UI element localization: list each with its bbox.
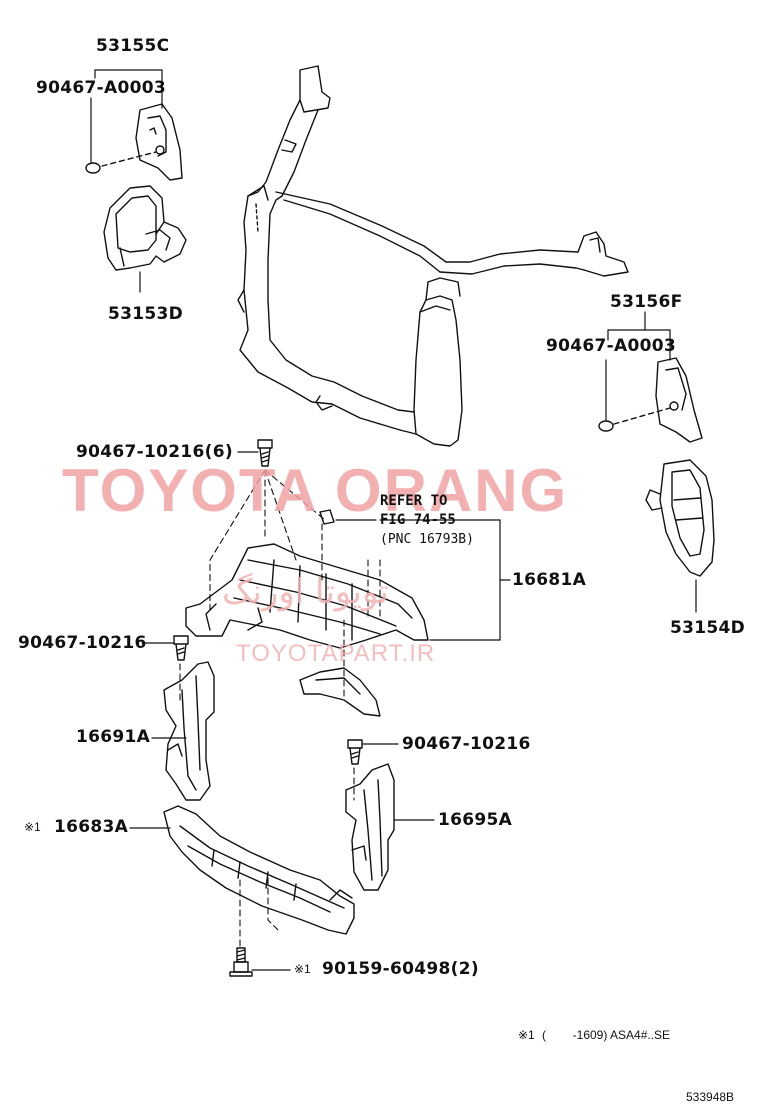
refer-line-2: FIG 74-55 (380, 512, 456, 528)
watermark-brand: TOYOTA ORANG (62, 457, 569, 524)
label-16681a: 16681A (512, 570, 587, 590)
label-16695a: 16695A (438, 810, 513, 830)
leader-16681a (379, 519, 511, 641)
label-90467-a0003-right: 90467-A0003 (546, 336, 676, 356)
clip-90467-10216-six (257, 439, 273, 467)
clip-90467-10216-left (173, 635, 189, 661)
mark-16683a: ※1 (24, 820, 41, 834)
leader-53156f (605, 311, 671, 421)
leader-53155c (90, 69, 163, 163)
bracket-16691a (163, 661, 215, 801)
label-16691a: 16691A (76, 727, 151, 747)
refer-line-1: REFER TO (380, 493, 448, 509)
radiator-support-frame (237, 65, 629, 447)
footnote-mark: ※1 (518, 1028, 535, 1042)
watermark-site: TOYOTAPART.IR (236, 640, 436, 667)
mark-90159-60498: ※1 (294, 962, 311, 976)
clip-90467-a0003-right (598, 407, 671, 432)
bracket-53155c (135, 103, 183, 181)
dashed-guides-top (209, 469, 381, 701)
clip-90467-a0003-left (85, 151, 157, 174)
label-16683a: 16683A (54, 817, 129, 837)
label-53153d: 53153D (108, 304, 184, 324)
bracket-16695a (345, 763, 395, 891)
duct-53153d (103, 185, 187, 271)
dashed-guides-bottom (239, 877, 279, 949)
label-90467-a0003-left: 90467-A0003 (36, 78, 166, 98)
refer-line-3: (PNC 16793B) (380, 532, 474, 547)
seal-16681a (185, 543, 429, 717)
label-53154d: 53154D (670, 618, 746, 638)
footnote-text: ( -1609) ASA4#..SE (542, 1028, 671, 1042)
bracket-53156f (655, 357, 703, 443)
watermark-farsi: تویوتا اورنگ (222, 572, 389, 612)
label-90159-60498: 90159-60498(2) (322, 959, 479, 979)
label-90467-10216-six: 90467-10216(6) (76, 442, 233, 462)
label-90467-10216-right: 90467-10216 (402, 734, 531, 754)
diagram-id: 533948B (686, 1090, 735, 1104)
refer-tab (319, 509, 335, 525)
label-90467-10216-left: 90467-10216 (18, 633, 147, 653)
duct-53154d (645, 459, 715, 577)
label-53156f: 53156F (610, 292, 683, 312)
seal-16683a (163, 805, 355, 935)
clip-90467-10216-right (347, 739, 363, 765)
label-53155c: 53155C (96, 36, 170, 56)
bolt-90159-60498 (229, 947, 253, 977)
